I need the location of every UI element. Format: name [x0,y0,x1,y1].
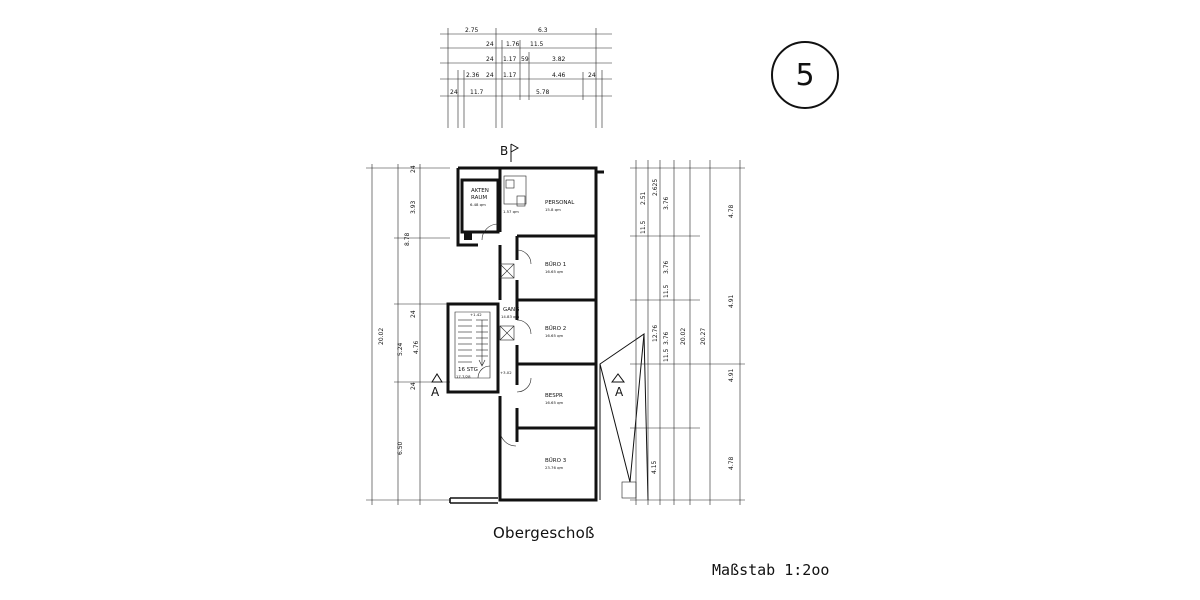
top-dim-2b: 1.76 [506,41,520,48]
sheet-number-badge: 5 [771,41,839,109]
top-dim-2c: 11.5 [530,41,544,48]
top-dim-4c: 1.17 [503,72,517,79]
room-bespr-area: 16.65 qm [545,400,563,405]
left-dim-4: 4.76 [413,340,420,354]
svg-text:A: A [431,385,440,399]
doors [477,223,532,447]
right-dim-1c: 3.76 [663,260,670,274]
right-dim-2a: 2.625 [652,179,659,196]
right-dim-1e: 4.15 [651,460,658,474]
room-labels: AKTEN RAUM 6.48 qm PERSONAL 15.8 qm BÜRO… [456,188,575,470]
room-buero3-name: BÜRO 3 [545,457,567,464]
room-personal-area: 15.8 qm [545,207,561,212]
room-buero3-area: 23.76 qm [545,465,563,470]
left-dim-2: 8.78 [404,232,411,246]
right-overall-1: 12.76 [652,325,659,342]
wc-area-label: 1.57 qm [503,209,519,214]
right-dim-2c: 11.5 [663,284,670,298]
room-akten-name-2: RAUM [471,195,487,201]
left-dim-3: 5.24 [397,342,404,356]
stair-treads [458,319,488,367]
top-dim-3d: 3.82 [552,56,566,63]
left-dim-5: 6.50 [397,441,404,455]
building-walls [446,166,604,504]
section-marker-b: B [500,143,520,162]
room-bespr-name: BESPR [545,393,563,399]
room-personal-name: PERSONAL [545,200,575,206]
right-dim-1b: 3.76 [663,196,670,210]
left-dim-overall: 20.02 [378,328,385,345]
top-dim-5c: 5.78 [536,89,550,96]
level-label-2: +3.02 [500,370,512,375]
level-label-1: +1.42 [470,312,482,317]
right-part-4: 4.78 [728,456,735,470]
right-overall-3: 20.27 [700,328,707,345]
left-dim-small-1: 24 [410,165,417,173]
right-dim-1d: 3.76 [663,331,670,345]
floor-title: Obergeschoß [493,524,595,542]
right-dim-2b: 11.5 [640,220,647,234]
right-part-2: 4.91 [728,294,735,308]
top-dim-3c: 59 [521,56,529,63]
right-overall-2: 20.02 [680,328,687,345]
top-dim-3a: 24 [486,56,494,63]
exterior-wedge: A [599,332,649,501]
top-dim-4a: 2.36 [466,72,480,79]
right-part-1: 4.78 [728,204,735,218]
right-part-3: 4.91 [728,368,735,382]
room-buero1-area: 16.65 qm [545,269,563,274]
room-gang-name: GANG [503,307,519,313]
top-dim-3b: 1.17 [503,56,517,63]
room-gang-area: 14.83 qm [501,314,519,319]
wc-room: 1.57 qm [503,175,527,214]
top-dim-2a: 24 [486,41,494,48]
right-dimensions: 2.51 3.76 3.76 3.76 4.15 2.625 11.5 11.5… [630,160,745,505]
top-dim-1b: 6.3 [538,27,548,34]
left-dim-small-3: 24 [410,382,417,390]
room-buero2-name: BÜRO 2 [545,325,566,332]
right-dim-2d: 11.5 [663,348,670,362]
right-dim-1a: 2.51 [640,191,647,205]
top-dim-4b: 24 [486,72,494,79]
top-dim-5a: 24 [450,89,458,96]
left-dim-1: 3.93 [410,200,417,214]
section-marker-a-left: A [431,373,443,399]
room-akten-area: 6.48 qm [470,202,486,207]
svg-text:B: B [500,144,508,158]
top-dim-4e: 24 [588,72,596,79]
room-stair-area: 17.7/28 [456,374,471,379]
room-stair-name: 16 STG [458,367,478,373]
top-dim-5b: 11.7 [470,89,484,96]
left-dimensions: 20.02 3.93 8.78 5.24 4.76 6.50 24 24 24 [366,164,450,505]
section-marker-a-right: A [615,385,624,399]
scale-label: Maßstab 1:2oo [712,561,830,579]
room-buero1-name: BÜRO 1 [545,261,566,268]
room-akten-name: AKTEN [471,188,489,194]
left-dim-small-2: 24 [410,310,417,318]
top-dim-1a: 2.75 [465,27,479,34]
top-dimension-chains: 2.75 6.3 24 1.76 11.5 24 1.17 59 3.82 2.… [440,27,612,128]
room-buero2-area: 16.65 qm [545,333,563,338]
top-dim-4d: 4.46 [552,72,566,79]
